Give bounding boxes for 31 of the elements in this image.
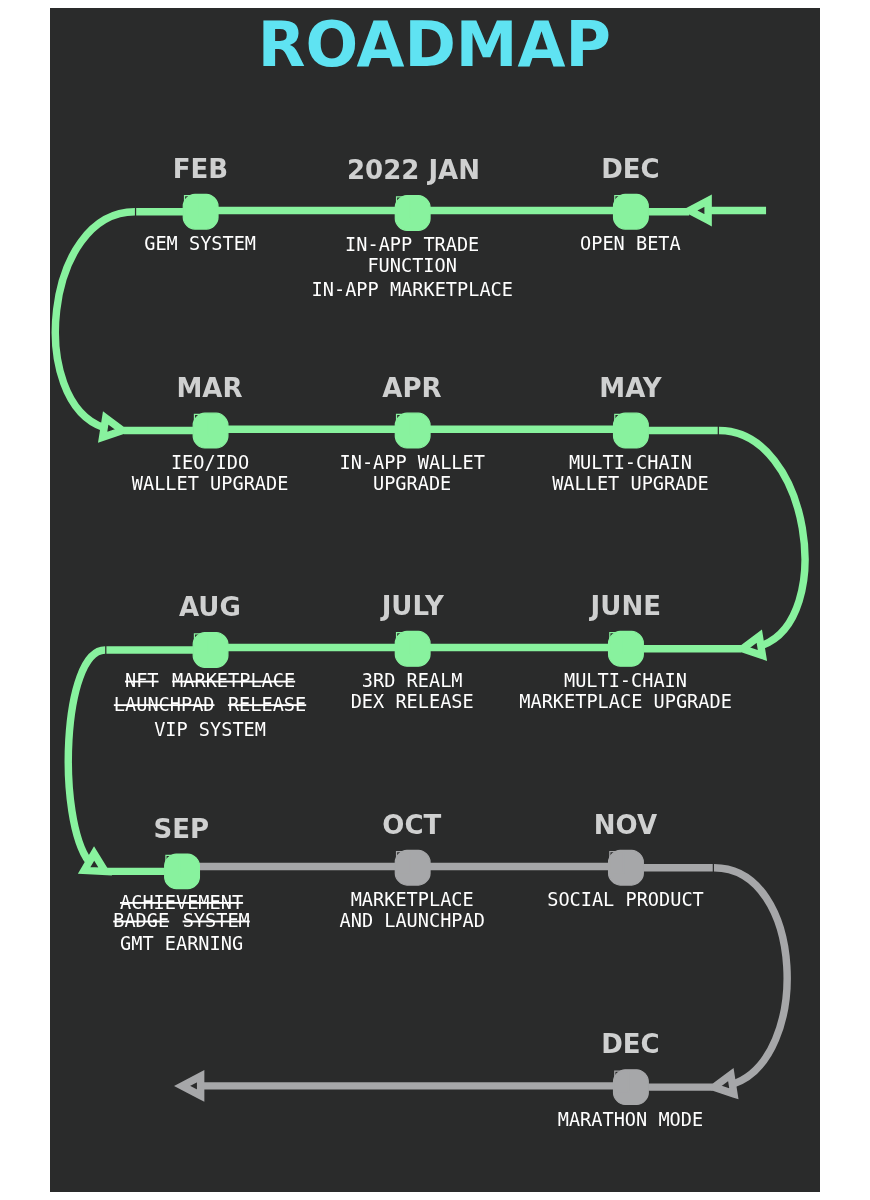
node-label: LAUNCHPAD RELEASE [113,693,307,715]
node-label: MAY [599,372,662,403]
node-label: OPEN BETA [580,233,681,255]
diagram-title: ROADMAP [257,8,611,82]
node-label: AUG [178,592,241,623]
node-label: IN-APP MARKETPLACE [311,279,513,301]
node-label: NFT MARKETPLACE [125,670,296,692]
node-label: VIP SYSTEM [154,718,266,740]
node-label: IN-APP TRADE FUNCTION [345,234,480,277]
node-label: NOV [593,809,658,840]
node-label: 2022 JAN [346,155,481,186]
node-label: GMT EARNING [120,932,244,954]
node-label: OCT [382,809,442,840]
node-label: GEM SYSTEM [144,233,257,255]
node-label: DEC [601,153,660,184]
node-label: IEO/IDO WALLET UPGRADE [131,452,289,495]
node-label: MULTI-CHAIN MARKETPLACE UPGRADE [519,670,732,713]
node-label: ACHIEVEMENT BADGE SYSTEM [113,891,250,932]
node-label: MARATHON MODE [557,1108,704,1130]
node-label: MARKETPLACE AND LAUNCHPAD [339,889,485,932]
node-label: IN-APP WALLET UPGRADE [339,452,485,495]
node-label: SEP [153,813,210,844]
node-label: 3RD REALM DEX RELEASE [350,670,474,713]
node-label: DEC [601,1029,660,1060]
node-label: APR [382,372,442,403]
node-label: SOCIAL PRODUCT [547,889,704,911]
node-label: JULY [381,591,444,622]
node-label: MULTI-CHAIN WALLET UPGRADE [552,452,709,495]
node-label: FEB [172,153,229,184]
node-label: MAR [176,372,243,403]
node-label: JUNE [590,591,661,622]
